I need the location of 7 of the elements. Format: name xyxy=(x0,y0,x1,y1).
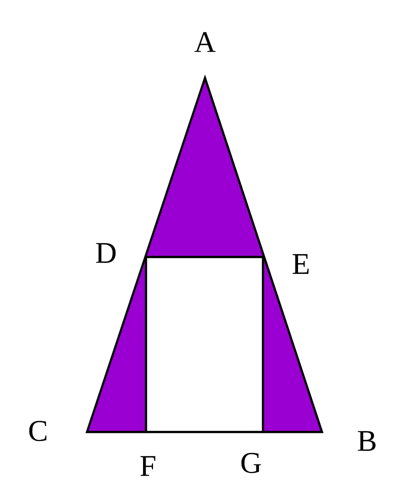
point-label: G xyxy=(241,452,261,474)
point-label: A xyxy=(194,32,216,52)
point-label: F xyxy=(140,456,156,476)
point-label: E xyxy=(292,254,309,274)
point-label: B xyxy=(358,431,376,451)
point-label: C xyxy=(29,420,46,442)
point-label: D xyxy=(96,243,116,263)
